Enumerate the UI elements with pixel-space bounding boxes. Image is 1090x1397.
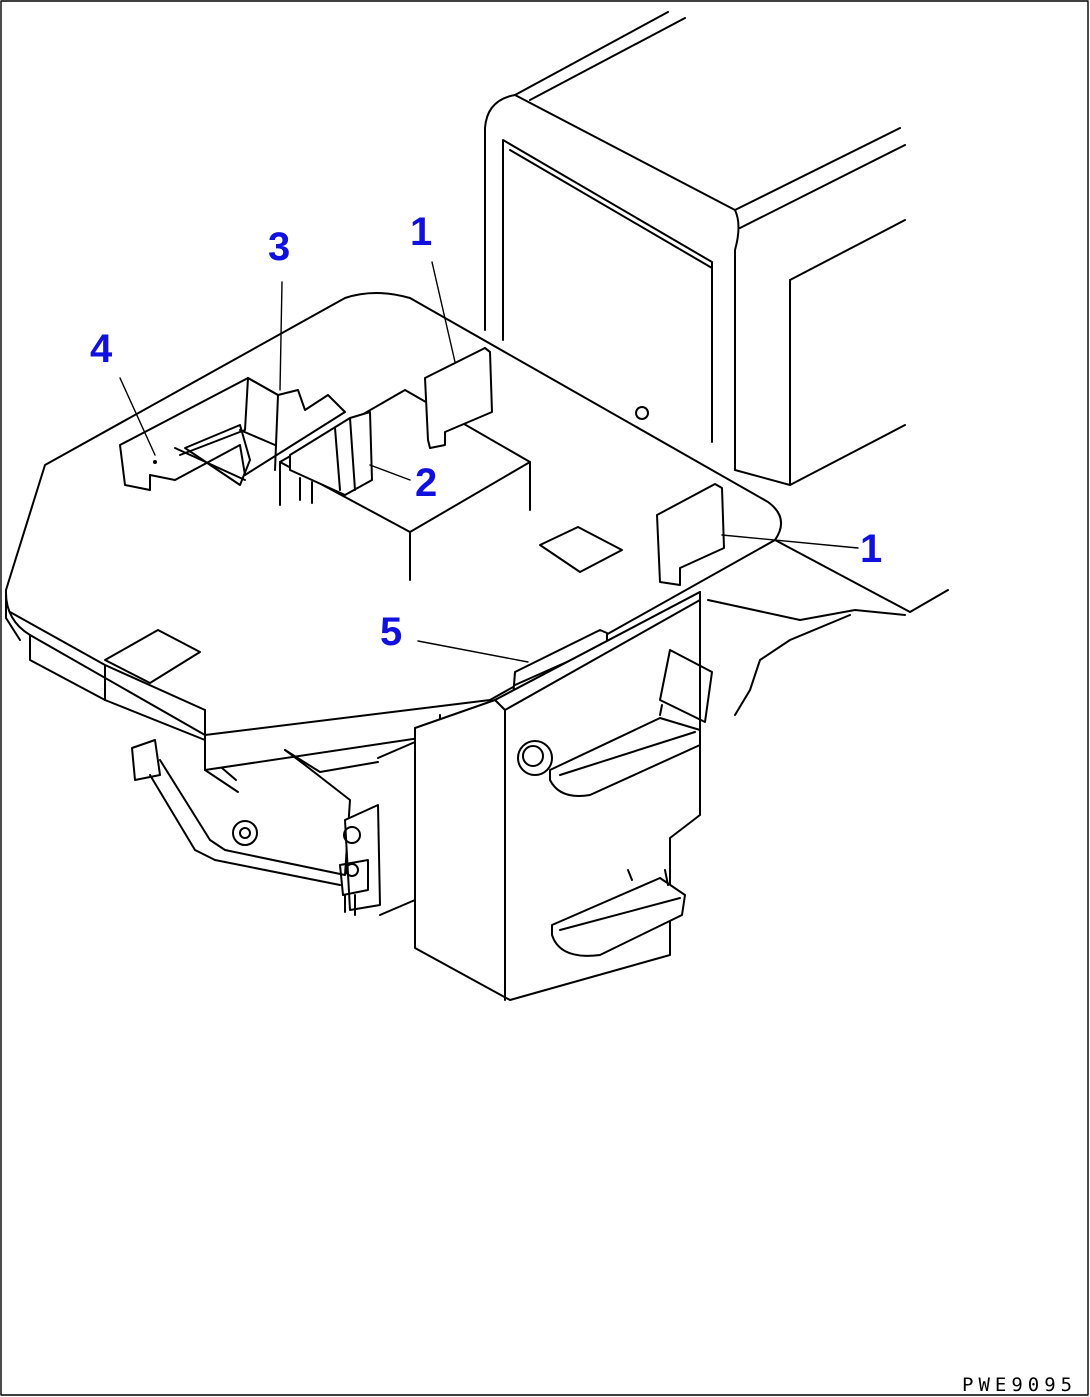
upper-step: [549, 717, 701, 797]
callout-1-upper: 1: [410, 210, 432, 254]
callout-1-right: 1: [860, 527, 882, 571]
lower-step: [551, 877, 686, 957]
part-3: [184, 424, 251, 486]
leader-4: [119, 377, 156, 456]
callout-3: 3: [268, 225, 290, 269]
cab: [484, 11, 906, 486]
callout-4: 4: [90, 327, 113, 371]
figure-code: PWE9095: [962, 1374, 1077, 1396]
leader-1-upper: [431, 261, 456, 363]
leader-1-right: [721, 534, 859, 549]
leader-5: [417, 640, 529, 663]
part-1-right: [635, 406, 725, 586]
underside-bracket: [131, 739, 416, 916]
leader-3: [279, 281, 283, 391]
step-box: [414, 591, 713, 1001]
center-console: [279, 389, 531, 581]
callout-2: 2: [415, 461, 437, 505]
leader-2: [369, 464, 411, 481]
leader-lines: [119, 261, 859, 663]
left-console: [119, 377, 346, 491]
callout-5: 5: [380, 610, 402, 654]
part-1-upper: [424, 347, 493, 449]
